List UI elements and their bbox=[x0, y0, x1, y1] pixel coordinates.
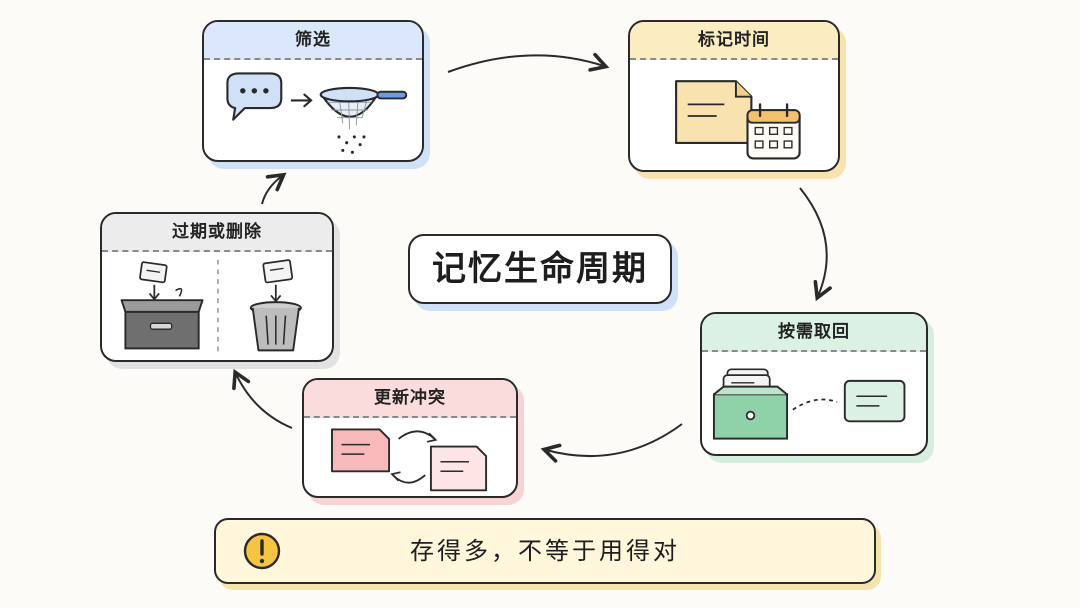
old-note-icon bbox=[331, 428, 391, 473]
arrow-retrieve-to-conflict bbox=[540, 423, 683, 463]
arrow-conflict-to-expire bbox=[232, 368, 293, 429]
step-expire-card: 过期或删除 bbox=[100, 212, 334, 362]
retrieve-illustration bbox=[712, 368, 906, 440]
step-retrieve-card: 按需取回 bbox=[700, 312, 928, 456]
card-icon bbox=[843, 379, 906, 423]
conflict-illustration bbox=[331, 428, 488, 492]
step-retrieve-label: 按需取回 bbox=[702, 314, 926, 352]
banner-text: 存得多，不等于用得对 bbox=[410, 537, 680, 565]
step-conflict-card: 更新冲突 bbox=[302, 378, 518, 498]
takeaway-banner: 存得多，不等于用得对 bbox=[214, 518, 876, 584]
sieve-icon bbox=[319, 86, 408, 154]
document-icon bbox=[675, 80, 753, 145]
swap-arrows-icon bbox=[390, 430, 438, 484]
step-timestamp-card: 标记时间 bbox=[628, 20, 840, 172]
arrow-timestamp-to-retrieve bbox=[799, 187, 832, 302]
arrow-filter-to-timestamp bbox=[447, 52, 610, 73]
arrow-right-icon bbox=[290, 93, 313, 108]
dashed-link bbox=[792, 398, 838, 411]
step-conflict-label: 更新冲突 bbox=[304, 380, 516, 418]
file-drawer-icon bbox=[712, 368, 789, 440]
diagram-title: 记忆生命周期 bbox=[408, 234, 672, 304]
arrow-expire-to-filter bbox=[261, 172, 287, 205]
step-filter-label: 筛选 bbox=[204, 22, 422, 60]
filter-illustration bbox=[226, 72, 408, 154]
step-filter-card: 筛选 bbox=[202, 20, 424, 162]
trash-can-icon bbox=[249, 259, 302, 352]
calendar-icon bbox=[746, 103, 801, 160]
expire-illustration bbox=[120, 259, 302, 353]
speech-bubble-icon bbox=[226, 72, 283, 121]
archive-box-icon bbox=[120, 261, 204, 350]
timestamp-illustration bbox=[675, 80, 801, 160]
warning-icon bbox=[243, 532, 281, 570]
new-note-icon bbox=[429, 445, 488, 492]
step-timestamp-label: 标记时间 bbox=[630, 22, 838, 60]
step-expire-label: 过期或删除 bbox=[102, 214, 332, 252]
